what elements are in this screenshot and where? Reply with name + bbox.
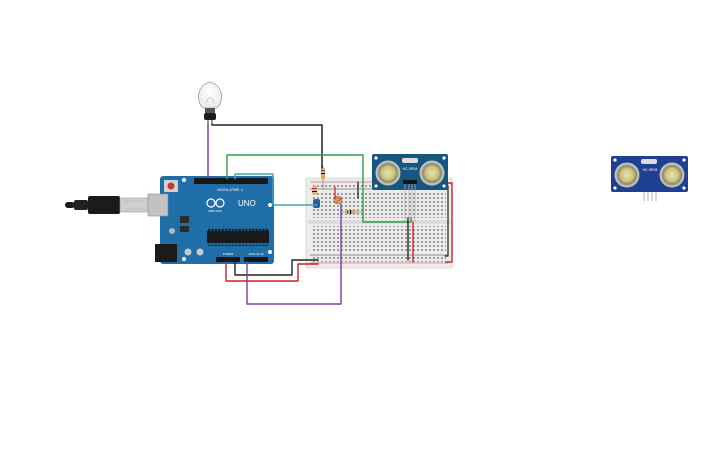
wire-purple-analog[interactable]	[246, 203, 342, 305]
resistor-horizontal[interactable]	[342, 210, 362, 214]
wire-black-gnd[interactable]	[234, 259, 319, 276]
transistor[interactable]	[313, 199, 320, 208]
bulb-base	[205, 108, 215, 113]
transducer-left	[375, 160, 401, 186]
analog-label: ANALOG IN	[248, 252, 263, 256]
usb-cable[interactable]	[65, 196, 149, 214]
model-label: UNO	[238, 199, 256, 208]
wire-red-rail[interactable]	[445, 182, 453, 263]
spare-transducer-right	[659, 162, 685, 188]
usb-port[interactable]	[147, 193, 169, 217]
spare-crystal-oscillator	[641, 159, 657, 164]
digital-label: DIGITAL (PWM ~)	[217, 188, 243, 192]
brand-label: ARDUINO	[208, 209, 223, 213]
bulb-socket	[204, 113, 216, 120]
wire-black-bulb[interactable]	[211, 123, 323, 169]
light-bulb[interactable]	[198, 81, 222, 124]
arduino-uno-board[interactable]: DIGITAL (PWM ~) UNO ARDUINO POWER ANALOG…	[147, 176, 274, 264]
wire-green-signal[interactable]	[226, 154, 412, 223]
photoresistor[interactable]	[333, 195, 343, 205]
crystal-oscillator	[402, 158, 418, 163]
breadboard[interactable]	[305, 177, 453, 269]
power-jack[interactable]	[155, 244, 177, 262]
transducer-right	[419, 160, 445, 186]
wire-red-5v[interactable]	[225, 261, 319, 282]
sensor-model-label: HC-SR04	[403, 167, 418, 171]
power-label: POWER	[223, 252, 234, 256]
ultrasonic-sensor-spare[interactable]: HC-SR04	[611, 156, 688, 201]
wire-teal-signal[interactable]	[234, 173, 318, 206]
resistor-small[interactable]	[312, 186, 317, 195]
spare-sensor-model-label: HC-SR04	[643, 168, 658, 172]
spare-transducer-left	[614, 162, 640, 188]
arduino-logo	[206, 198, 225, 208]
reset-button[interactable]	[167, 182, 175, 190]
resistor-vertical[interactable]	[321, 166, 325, 190]
ultrasonic-sensor-main[interactable]: HC-SR04	[372, 154, 448, 222]
atmega-chip	[207, 231, 269, 243]
